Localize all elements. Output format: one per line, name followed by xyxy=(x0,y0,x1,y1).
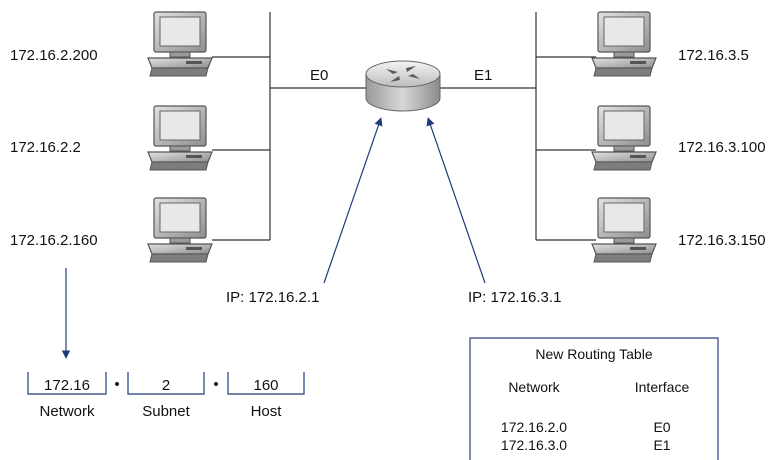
routing-row-1-interface: E0 xyxy=(653,419,670,435)
routing-row-1-network: 172.16.2.0 xyxy=(501,419,567,435)
host-value: 160 xyxy=(253,377,278,394)
address-breakdown xyxy=(27,372,305,395)
right-host-1-computer-icon xyxy=(591,11,657,77)
e1-ip-label: IP: 172.16.3.1 xyxy=(468,289,561,306)
network-value: 172.16 xyxy=(44,377,90,394)
network-caption: Network xyxy=(39,403,95,420)
routing-table-col-network: Network xyxy=(508,379,560,395)
network-bracket xyxy=(27,372,107,395)
subnet-value: 2 xyxy=(162,377,170,394)
right-host-1-ip: 172.16.3.5 xyxy=(678,47,749,64)
separator-dot-1: • xyxy=(114,376,119,393)
router-icon xyxy=(365,60,441,112)
e1-ip-arrow xyxy=(426,117,486,284)
left-host-2-computer-icon xyxy=(147,105,213,171)
e0-ip-label: IP: 172.16.2.1 xyxy=(226,289,319,306)
host-caption: Host xyxy=(251,403,283,420)
routing-table-border xyxy=(469,337,719,460)
right-host-3-computer-icon xyxy=(591,197,657,263)
right-host-2-computer-icon xyxy=(591,105,657,171)
subnet-bracket xyxy=(127,372,205,395)
right-host-3-ip: 172.16.3.150 xyxy=(678,232,766,249)
subnet-caption: Subnet xyxy=(142,403,190,420)
routing-table-title: New Routing Table xyxy=(535,346,652,362)
e1-interface-label: E1 xyxy=(474,67,492,84)
e0-ip-arrow xyxy=(323,117,383,284)
left-host-2-ip: 172.16.2.2 xyxy=(10,139,81,156)
routing-table: New Routing Table Network Interface 172.… xyxy=(469,337,719,460)
left-host-3-ip: 172.16.2.160 xyxy=(10,232,98,249)
host-bracket xyxy=(227,372,305,395)
routing-table-col-interface: Interface xyxy=(635,379,690,395)
routing-row-2-interface: E1 xyxy=(653,437,670,453)
separator-dot-2: • xyxy=(213,376,218,393)
routing-row-2-network: 172.16.3.0 xyxy=(501,437,567,453)
e0-interface-label: E0 xyxy=(310,67,328,84)
left-host-1-ip: 172.16.2.200 xyxy=(10,47,98,64)
left-host-1-computer-icon xyxy=(147,11,213,77)
right-host-2-ip: 172.16.3.100 xyxy=(678,139,766,156)
left-host-3-computer-icon xyxy=(147,197,213,263)
